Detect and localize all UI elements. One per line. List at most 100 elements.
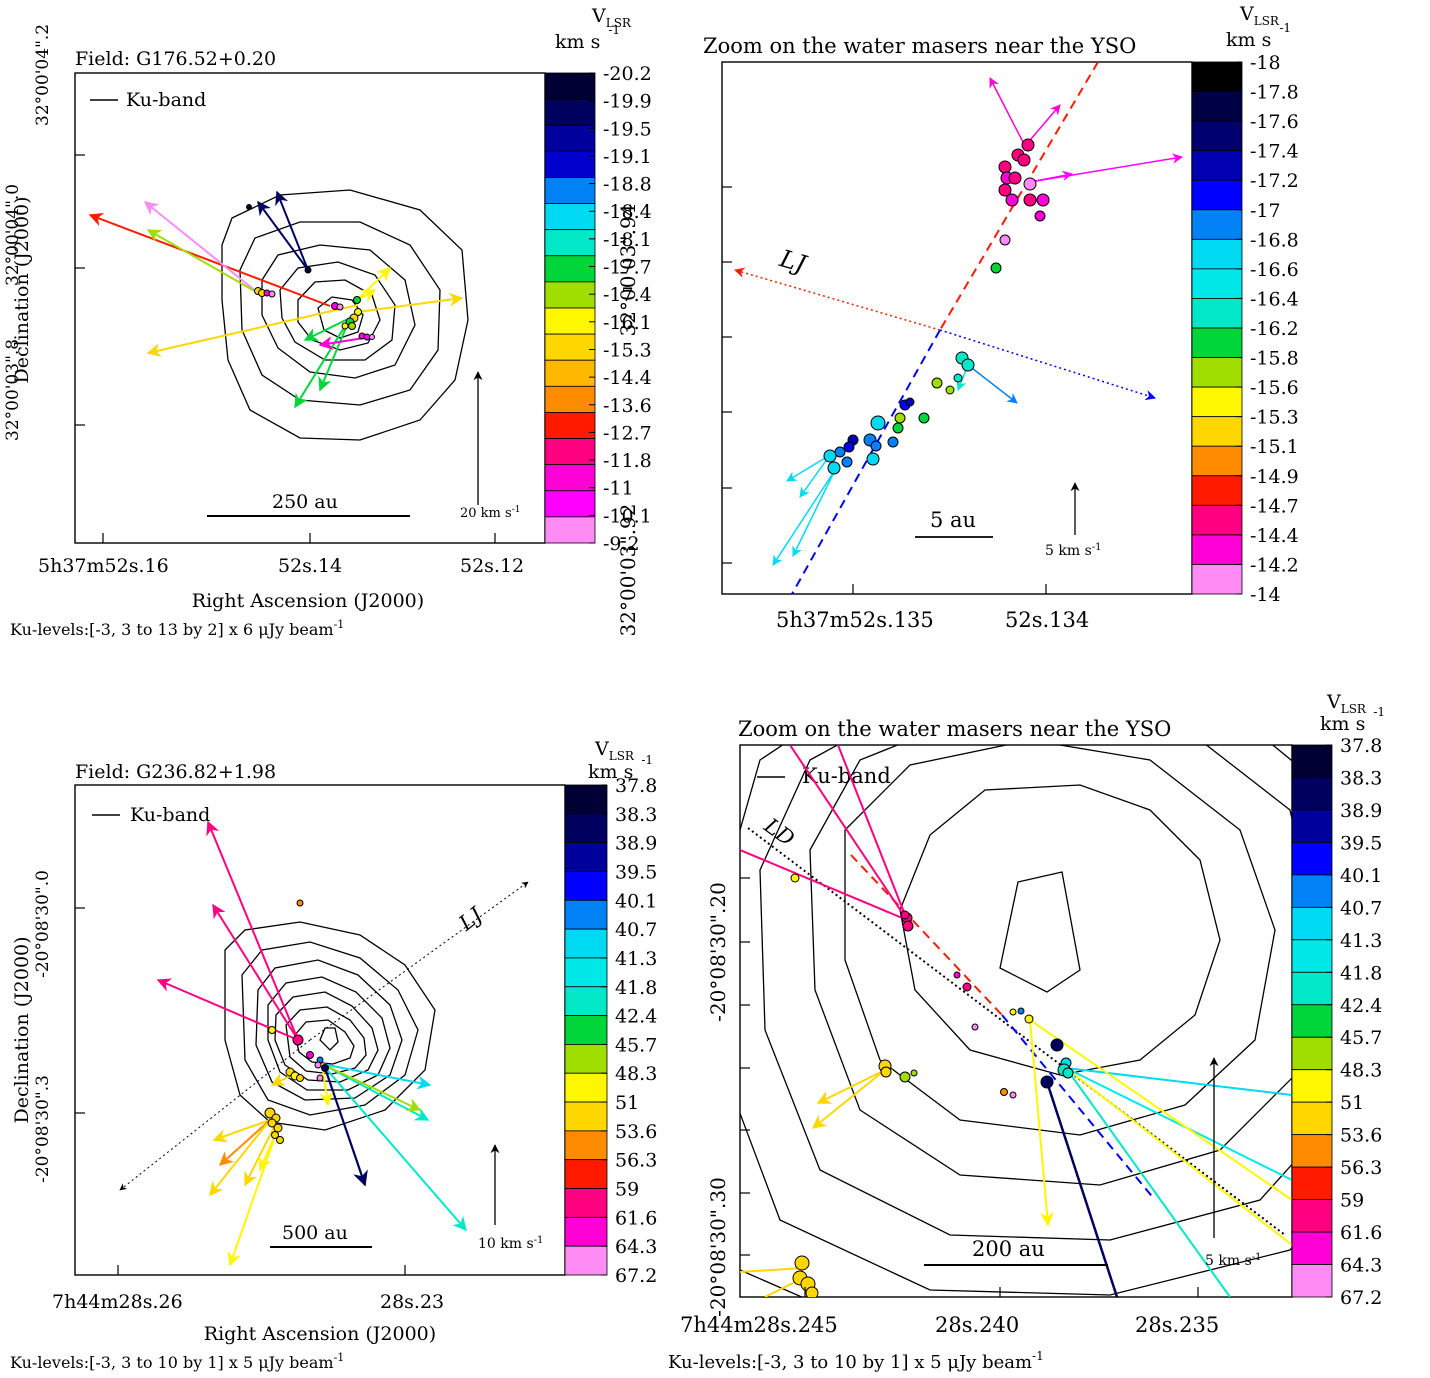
maser-spot (1005, 193, 1019, 207)
y-axis-label: Declination (J2000) (11, 936, 33, 1123)
colorbar-swatch (1291, 809, 1333, 843)
colorbar-tick-label: 38.3 (615, 804, 657, 826)
contour-group (740, 745, 1292, 1297)
colorbar-tick-label: 42.4 (615, 1006, 657, 1028)
colorbar-swatch (564, 1159, 608, 1189)
colorbar-tick-label: -13.6 (603, 395, 652, 417)
colorbar-swatch (1291, 1036, 1333, 1071)
levels-note: Ku-levels:[-3, 3 to 10 by 1] x 5 μJy bea… (668, 1349, 1044, 1373)
jet-label: LJ (776, 244, 811, 279)
colorbar-swatch (544, 203, 596, 231)
maser-spot (945, 385, 955, 395)
jet-axis-blue (791, 329, 941, 595)
colorbar-tick-label: -17.4 (1250, 141, 1299, 163)
colorbar-swatch (564, 871, 608, 901)
axis-ticks (75, 154, 496, 543)
scalebar-label: 5 au (930, 508, 976, 532)
panel-bottom-left: Field: G236.82+1.98 Ku-band LJ (10, 738, 657, 1372)
colorbar-swatch (1191, 209, 1243, 240)
colorbar: -20.2-19.9-19.5-19.1-18.8-18.4-18.1-17.7… (544, 63, 652, 555)
colorbar-tick-label: 67.2 (615, 1265, 657, 1287)
colorbar-tick-label: -18.8 (603, 174, 652, 196)
colorbar-title: VLSR (591, 5, 632, 30)
colorbar-tick-label: -10.1 (603, 505, 652, 527)
colorbar-swatch (564, 899, 608, 930)
maser-spot (931, 377, 943, 389)
maser-spot (843, 441, 855, 453)
colorbar-swatch (1191, 268, 1243, 299)
scalebar-label: 200 au (972, 1237, 1045, 1261)
colorbar-swatch (1291, 1264, 1333, 1298)
colorbar-tick-label: 38.3 (1340, 767, 1382, 789)
colorbar-swatch (1291, 874, 1333, 908)
colorbar-tick-label: 59 (615, 1179, 639, 1201)
colorbar-swatch (1191, 504, 1243, 536)
maser-spot (1000, 1088, 1008, 1096)
xtick-label: 52s.134 (1005, 608, 1089, 632)
maser-spot (304, 266, 312, 274)
colorbar-swatch (1291, 744, 1333, 778)
maser-spot (999, 234, 1011, 246)
colorbar: -18-17.8-17.6-17.4-17.2-17-16.8-16.6-16.… (1191, 52, 1299, 606)
maser-vectors (88, 190, 464, 409)
maser-spot (1021, 138, 1035, 152)
colorbar-swatch (564, 986, 608, 1016)
maser-spot (880, 1066, 892, 1078)
colorbar-tick-label: 39.5 (1340, 832, 1382, 854)
colorbar-tick-label: 41.3 (615, 948, 657, 970)
x-axis-label: Right Ascension (J2000) (204, 1323, 436, 1345)
colorbar-swatch (564, 813, 608, 844)
colorbar-tick-label: -14.2 (1250, 554, 1299, 576)
maser-spot (292, 1034, 304, 1046)
panel-top-left: Field: G176.52+0.20 Ku-band (3, 5, 652, 639)
maser-spot (790, 873, 800, 883)
levels-note: Ku-levels:[-3, 3 to 13 by 2] x 6 μJy bea… (10, 618, 344, 639)
maser-spot (306, 1051, 314, 1059)
colorbar-tick-label: -9.2 (603, 533, 640, 555)
colorbar-tick-label: -15.3 (603, 339, 652, 361)
maser-spot (316, 1074, 324, 1082)
colorbar-swatch (564, 1015, 608, 1045)
colorbar-tick-label: 59 (1340, 1190, 1364, 1212)
colorbar-swatch (1191, 298, 1243, 329)
colorbar-swatch (1291, 1004, 1333, 1038)
colorbar-swatch (564, 784, 608, 815)
colorbar-tick-label: 51 (1340, 1092, 1364, 1114)
colorbar-swatch (1191, 179, 1243, 211)
colorbar-tick-label: 40.1 (1340, 865, 1382, 887)
colorbar-swatch (564, 1101, 608, 1132)
colorbar-swatch (1191, 386, 1243, 418)
colorbar-tick-label: -19.9 (603, 91, 652, 113)
colorbar-tick-label: -18 (1250, 52, 1281, 74)
colorbar-tick-label: -11 (603, 478, 634, 500)
colorbar-tick-label: 53.6 (615, 1121, 657, 1143)
colorbar-swatch (544, 124, 596, 152)
scalebar-label: 250 au (272, 491, 338, 513)
colorbar-swatch (1191, 327, 1243, 358)
colorbar-swatch (564, 1245, 608, 1276)
maser-spot (953, 971, 961, 979)
colorbar-swatch (564, 1130, 608, 1161)
colorbar-swatch (1191, 416, 1243, 447)
maser-spot (296, 1074, 304, 1082)
maser-spot (1062, 1067, 1074, 1079)
colorbar: 37.838.338.939.540.140.741.341.842.445.7… (564, 775, 657, 1287)
colorbar-tick-label: 37.8 (615, 775, 657, 797)
velocity-ref-label: 5 km s-1 (1205, 1252, 1262, 1269)
colorbar-swatch (1291, 971, 1333, 1006)
maser-spot (892, 422, 904, 434)
colorbar-swatch (544, 464, 596, 492)
colorbar-units: km s-1 (1320, 705, 1385, 735)
colorbar-tick-label: -15.3 (1250, 407, 1299, 429)
maser-spot (971, 1023, 979, 1031)
colorbar-swatch (1291, 1231, 1333, 1265)
levels-note: Ku-levels:[-3, 3 to 10 by 1] x 5 μJy bea… (10, 1351, 344, 1372)
velocity-ref-label: 20 km s-1 (460, 505, 520, 521)
jet-axis-red (939, 61, 1099, 331)
plot-frame (74, 784, 566, 1276)
colorbar-swatch (564, 842, 608, 872)
maser-spot (794, 1255, 810, 1271)
colorbar-swatch (1191, 357, 1243, 388)
colorbar-units: km s-1 (555, 23, 620, 53)
lj-arrow-sw (119, 1039, 311, 1191)
